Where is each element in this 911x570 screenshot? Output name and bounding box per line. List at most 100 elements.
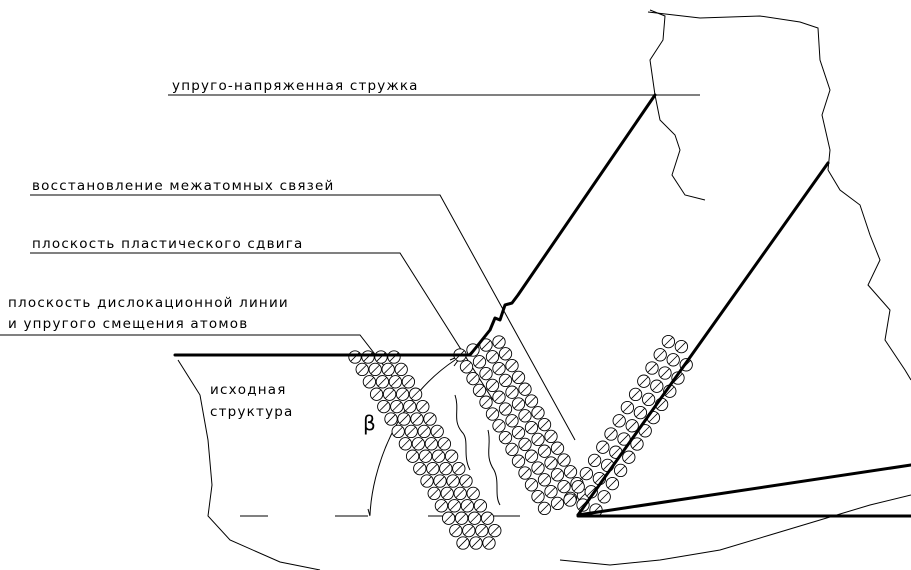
atom-mark: [418, 402, 428, 412]
shear-plane-edge: [468, 93, 657, 357]
atom-mark: [426, 439, 436, 449]
atom-mark: [468, 488, 478, 498]
atom-mark: [552, 443, 563, 453]
atom-mark: [500, 349, 511, 359]
atom-mark: [383, 364, 393, 374]
atom-mark: [471, 538, 481, 548]
atom-mark: [520, 468, 530, 478]
atom-mark: [611, 447, 621, 457]
structure-label-line1: исходная: [210, 382, 287, 398]
atom-mark: [357, 364, 367, 374]
atom-mark: [494, 421, 504, 431]
atom-mark: [462, 501, 472, 511]
atom-mark: [434, 451, 444, 461]
atom-mark: [635, 408, 645, 418]
atom-mark: [448, 476, 458, 486]
dislocation-leader-line: [0, 334, 396, 381]
atom-mark: [676, 342, 686, 352]
atom-mark: [379, 402, 389, 412]
atom-mark: [464, 526, 474, 536]
atom-mark: [461, 476, 471, 486]
dislocation-label-line1: плоскость дислокационной линии: [8, 295, 289, 311]
atom-mark: [396, 364, 406, 374]
atom-mark: [449, 501, 459, 511]
workpiece-bottom-outline: [559, 494, 911, 566]
atom-mark: [370, 364, 380, 374]
atom-mark: [390, 377, 400, 387]
atom-mark: [520, 439, 530, 449]
atom-mark: [668, 355, 678, 365]
angle-beta-label: β: [363, 411, 376, 435]
atom-mark: [552, 470, 563, 480]
atom-mark: [413, 439, 423, 449]
atom-mark: [652, 381, 662, 391]
atom-mark: [422, 476, 432, 486]
atom-mark: [586, 487, 596, 497]
atom-mark: [487, 409, 498, 419]
atom-mark: [500, 433, 511, 443]
atom-mark: [442, 488, 452, 498]
atom-mark: [533, 492, 543, 502]
atom-mark: [481, 369, 491, 379]
angle-arrow: [367, 508, 371, 517]
atom-mark: [607, 479, 617, 489]
bonds-leader-line: [30, 194, 576, 441]
atom-mark: [386, 414, 396, 424]
atom-mark: [507, 444, 517, 454]
atom-mark: [539, 475, 550, 485]
atom-mark: [614, 416, 624, 426]
angle-arc: [369, 359, 456, 516]
structure-label-line2: структура: [210, 404, 294, 420]
atom-mark: [439, 439, 449, 449]
atom-mark: [660, 368, 670, 378]
atom-mark: [487, 352, 498, 362]
atom-mark: [432, 426, 442, 436]
atom-mark: [421, 451, 431, 461]
atom-mark: [513, 456, 524, 466]
atom-mark: [590, 455, 600, 465]
atom-mark: [419, 426, 429, 436]
atom-mark: [398, 389, 408, 399]
atom-mark: [520, 411, 530, 421]
workpiece-outline: [177, 359, 321, 570]
atom-mark: [428, 464, 438, 474]
atom-mark: [665, 386, 675, 396]
atom-mark: [616, 465, 626, 475]
atom-mark: [455, 488, 465, 498]
atom-mark: [436, 501, 446, 511]
atom-mark: [546, 431, 556, 441]
atom-mark: [599, 492, 609, 502]
atom-mark: [507, 387, 517, 397]
atom-mark: [632, 439, 642, 449]
atom-mark: [655, 350, 665, 360]
atom-mark: [640, 426, 650, 436]
atom-mark: [603, 460, 613, 470]
atom-mark: [648, 413, 658, 423]
atom-mark: [403, 377, 413, 387]
atom-mark: [406, 426, 416, 436]
atom-mark: [520, 384, 530, 394]
atom-mark: [490, 526, 500, 536]
atom-mark: [393, 426, 403, 436]
atom-mark: [647, 363, 657, 373]
atom-mark: [494, 364, 504, 374]
atom-mark: [494, 392, 504, 402]
atom-mark: [377, 377, 387, 387]
chip-label: упруго-напряженная стружка: [172, 78, 419, 94]
chip-outline: [649, 9, 706, 201]
atom-mark: [539, 420, 550, 430]
atom-mark: [415, 464, 425, 474]
tool-outline: [827, 169, 911, 381]
atom-mark: [435, 476, 445, 486]
atom-mark: [372, 389, 382, 399]
shear-label: плоскость пластического сдвига: [32, 236, 304, 252]
atom-mark: [507, 416, 517, 426]
atom-mark: [494, 337, 504, 347]
atom-mark: [484, 538, 494, 548]
atom-mark: [475, 501, 485, 511]
atom-mark: [470, 513, 480, 523]
bonds-label: восстановление межатомных связей: [32, 178, 335, 194]
atom-mark: [559, 482, 569, 492]
atom-mark: [429, 488, 439, 498]
